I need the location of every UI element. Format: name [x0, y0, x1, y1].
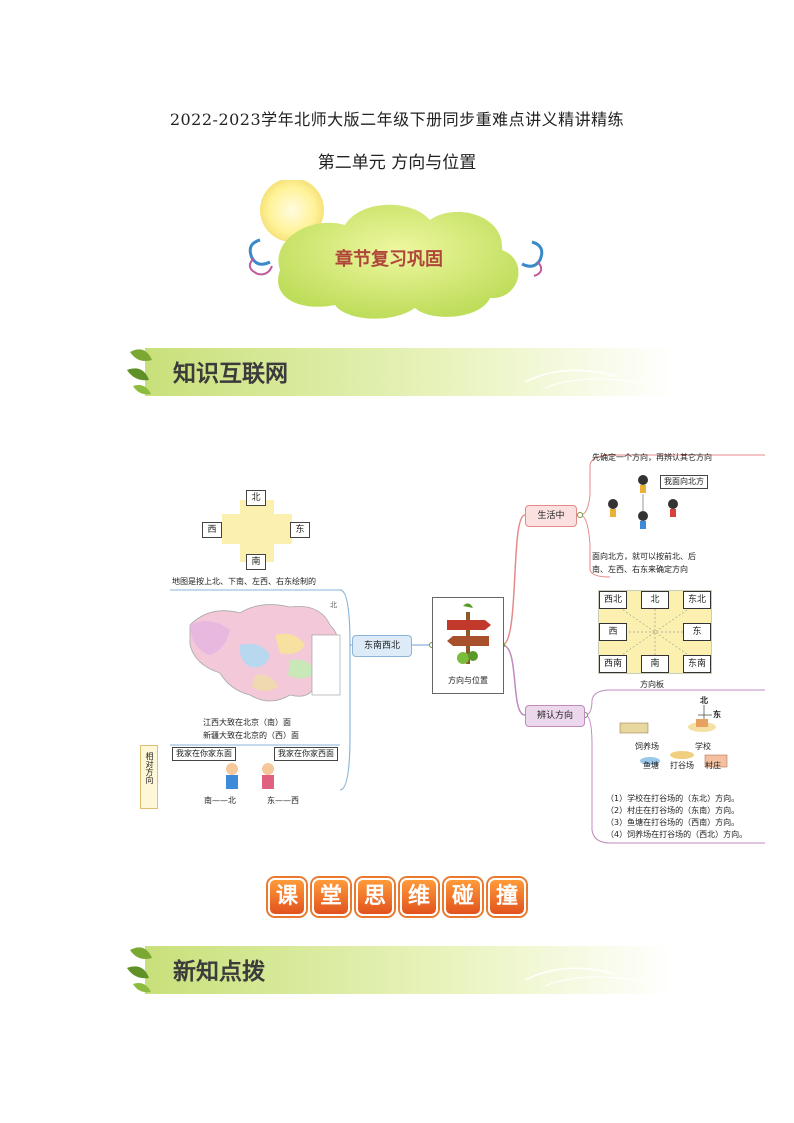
- node-directions: 东南西北: [352, 635, 412, 657]
- leaf-banner-background: [127, 946, 673, 994]
- center-node-label: 方向与位置: [448, 676, 488, 685]
- signpost-icon: [447, 603, 491, 664]
- map-note-jiangxi: 江西大致在北京（南）面: [203, 718, 291, 727]
- document-title: 2022-2023学年北师大版二年级下册同步重难点讲义精讲精练: [169, 110, 625, 129]
- mind-map-connectors: [170, 454, 765, 844]
- daily-life-note: 先确定一个方向，再辨认其它方向: [592, 453, 712, 462]
- question-3: （3）鱼塘在打谷场的（西南）方向。: [606, 818, 740, 827]
- cloud-badge-label: 章节复习巩固: [335, 249, 443, 270]
- banner-new-knowledge-label: 新知点拨: [173, 959, 265, 985]
- relative-direction-box: 相对方向: [140, 745, 158, 809]
- village-map-illustration: [619, 719, 728, 768]
- classroom-char-5: 碰: [444, 878, 482, 916]
- place-school: 学校: [695, 742, 711, 751]
- banner-knowledge-net-label: 知识互联网: [173, 361, 288, 387]
- classroom-char-2: 堂: [312, 878, 350, 916]
- compass-west: 西: [202, 522, 222, 538]
- board-southwest: 西南: [599, 655, 627, 673]
- cloud-badge: 章节复习巩固: [240, 178, 550, 330]
- node-daily-life: 生活中: [525, 505, 577, 527]
- daily-life-desc-2: 南、左西、右东来确定方向: [592, 565, 688, 574]
- map-north-label: 北: [700, 696, 708, 705]
- classroom-char-1: 课: [268, 878, 306, 916]
- direction-board-caption: 方向板: [640, 680, 664, 689]
- classroom-char-6: 撞: [488, 878, 526, 916]
- question-list: （1）学校在打谷场的（东北）方向。 （2）村庄在打谷场的（东南）方向。 （3）鱼…: [606, 793, 771, 841]
- children-circle-illustration: [608, 475, 678, 529]
- board-north: 北: [641, 591, 669, 609]
- center-node: 方向与位置: [432, 597, 504, 694]
- compass-south: 南: [246, 554, 266, 570]
- section-banner-knowledge-net: 知识互联网: [125, 342, 673, 400]
- mind-map: 方向与位置 东南西北 北 西 东 南 地图是按上北、下南、左西、右东绘制的 北 …: [140, 445, 770, 855]
- leaf-banner-background: [127, 348, 673, 396]
- node-identify-directions: 辨认方向: [525, 705, 585, 727]
- board-west: 西: [599, 623, 627, 641]
- compass-east: 东: [290, 522, 310, 538]
- map-note-xinjiang: 新疆大致在北京的（西）面: [203, 731, 299, 740]
- question-2: （2）村庄在打谷场的（东南）方向。: [606, 806, 740, 815]
- kids-illustration: [226, 763, 274, 789]
- pair-south-north: 南——北: [204, 796, 236, 805]
- pair-east-west: 东——西: [267, 796, 299, 805]
- section-banner-new-knowledge: 新知点拨: [125, 940, 673, 998]
- place-village: 村庄: [705, 761, 721, 770]
- classroom-title: 课 堂 思 维 碰 撞: [268, 878, 538, 918]
- board-northeast: 东北: [683, 591, 711, 609]
- relative-direction-label: 相对方向: [145, 752, 154, 784]
- daily-life-desc-1: 面向北方，就可以按前北、后: [592, 552, 696, 561]
- compass-center-bg-h: [222, 514, 292, 544]
- board-east: 东: [683, 623, 711, 641]
- speech-home-west: 我家在你家西面: [274, 747, 338, 761]
- board-northwest: 西北: [599, 591, 627, 609]
- speech-home-east: 我家在你家东面: [172, 747, 236, 761]
- direction-board: 西北 北 东北 西 东 西南 南 东南: [598, 590, 712, 674]
- board-south: 南: [641, 655, 669, 673]
- classroom-char-4: 维: [400, 878, 438, 916]
- board-southeast: 东南: [683, 655, 711, 673]
- compass-cross: 北 西 东 南: [202, 490, 312, 570]
- question-1: （1）学校在打谷场的（东北）方向。: [606, 794, 740, 803]
- speech-facing-north: 我面向北方: [660, 475, 708, 489]
- unit-subtitle: 第二单元 方向与位置: [317, 153, 477, 173]
- svg-text:北: 北: [330, 601, 337, 609]
- cloud-sun-illustration: [248, 178, 544, 319]
- compass-north: 北: [246, 490, 266, 506]
- map-caption: 地图是按上北、下南、左西、右东绘制的: [172, 577, 316, 586]
- china-map-illustration: 北: [189, 601, 341, 702]
- place-farm: 饲养场: [635, 742, 659, 751]
- place-yard: 打谷场: [670, 761, 694, 770]
- map-east-label: 东: [713, 710, 721, 719]
- place-pond: 鱼塘: [643, 761, 659, 770]
- classroom-char-3: 思: [356, 878, 394, 916]
- question-4: （4）饲养场在打谷场的（西北）方向。: [606, 830, 748, 839]
